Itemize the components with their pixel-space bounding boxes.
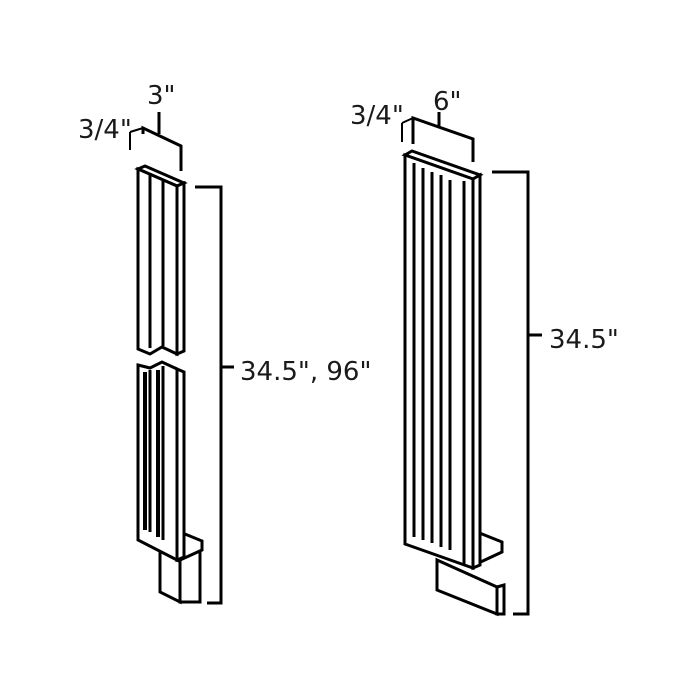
right-width-label: 6": [433, 87, 462, 117]
right-height-dimension: [492, 170, 542, 616]
left-lower-segment: [136, 360, 204, 605]
left-depth-label: 3/4": [78, 115, 132, 145]
left-height-dimension: [195, 185, 234, 605]
right-filler-6in: 6" 3/4" 34.5": [350, 87, 619, 617]
left-upper-segment: [134, 164, 188, 357]
right-main-body: [401, 149, 484, 571]
left-height-label: 34.5", 96": [240, 357, 371, 387]
right-width-dimension: [401, 112, 475, 162]
left-filler-3in: 3" 3/4": [78, 81, 371, 605]
left-width-label: 3": [147, 81, 176, 111]
left-width-dimension: [129, 112, 183, 171]
right-depth-label: 3/4": [350, 101, 404, 131]
right-height-label: 34.5": [549, 325, 619, 355]
